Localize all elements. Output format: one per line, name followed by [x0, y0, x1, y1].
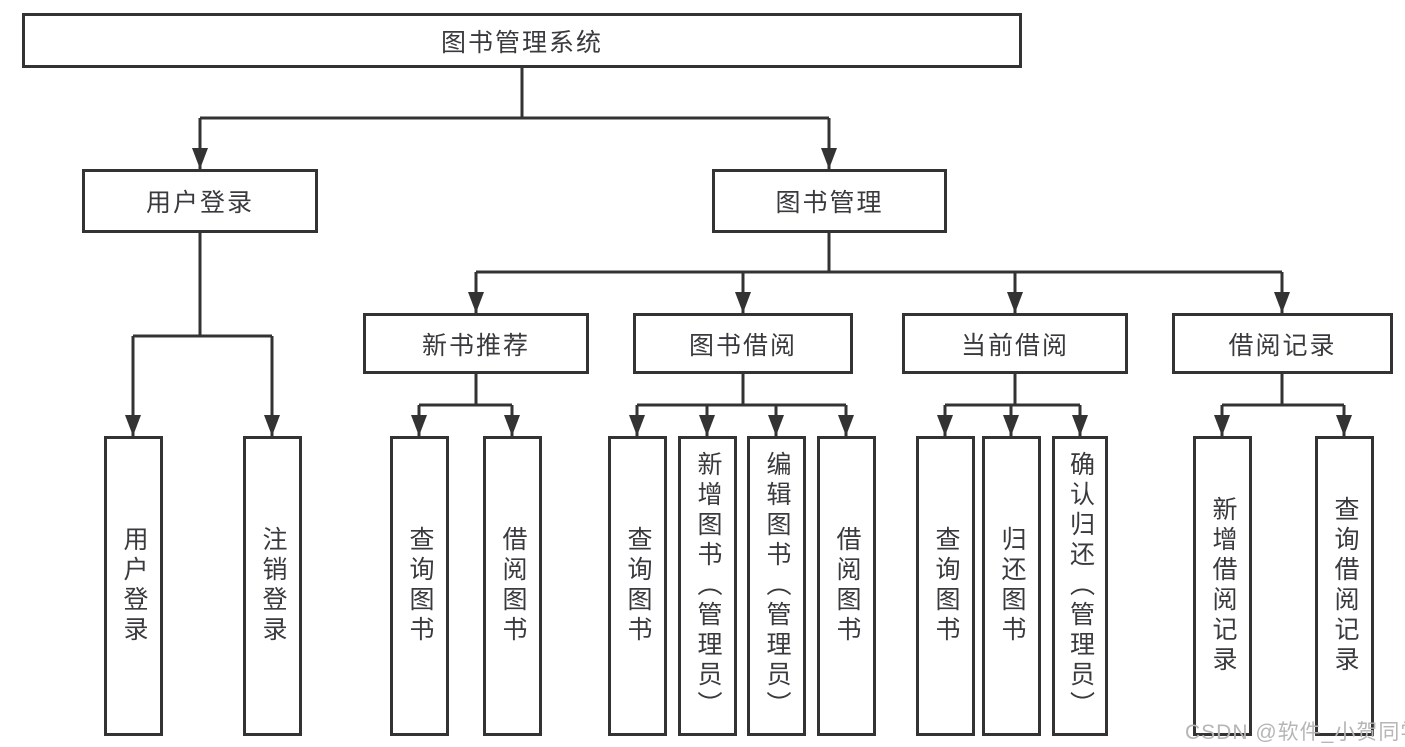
leaf-return-book: 归还图书 — [982, 436, 1041, 736]
wire-user-login-bus — [133, 233, 272, 338]
leaf-confirm-return-admin: 确认归还（管理员） — [1052, 436, 1108, 736]
leaf-query-books-3: 查询图书 — [916, 436, 975, 736]
wire-book-borrow-bus — [637, 374, 846, 407]
watermark: CSDN @软件_小贺同学 — [1185, 721, 1405, 744]
node-book-management: 图书管理 — [712, 169, 947, 233]
leaf-edit-book-admin: 编辑图书（管理员） — [747, 436, 806, 736]
leaf-user-login: 用户登录 — [104, 436, 163, 736]
leaf-borrow-books-2: 借阅图书 — [817, 436, 876, 736]
node-root: 图书管理系统 — [22, 13, 1022, 68]
node-new-book-recommend: 新书推荐 — [363, 313, 589, 374]
node-current-borrow: 当前借阅 — [902, 313, 1128, 374]
node-borrow-records: 借阅记录 — [1172, 313, 1393, 374]
leaf-query-books-2: 查询图书 — [608, 436, 667, 736]
wire-root-bus — [200, 68, 829, 120]
leaf-add-borrow-record: 新增借阅记录 — [1193, 436, 1252, 736]
leaf-logout: 注销登录 — [243, 436, 302, 736]
wire-current-borrow-bus — [945, 374, 1080, 407]
leaf-borrow-books-1: 借阅图书 — [483, 436, 542, 736]
wire-book-management-bus — [476, 233, 1282, 274]
wire-borrow-records-bus — [1222, 374, 1344, 407]
leaf-add-book-admin: 新增图书（管理员） — [678, 436, 737, 736]
leaf-query-books-1: 查询图书 — [390, 436, 449, 736]
wire-new-book-bus — [419, 374, 512, 407]
node-book-borrow: 图书借阅 — [633, 313, 853, 374]
node-user-login: 用户登录 — [82, 169, 318, 233]
leaf-query-borrow-record: 查询借阅记录 — [1315, 436, 1374, 736]
